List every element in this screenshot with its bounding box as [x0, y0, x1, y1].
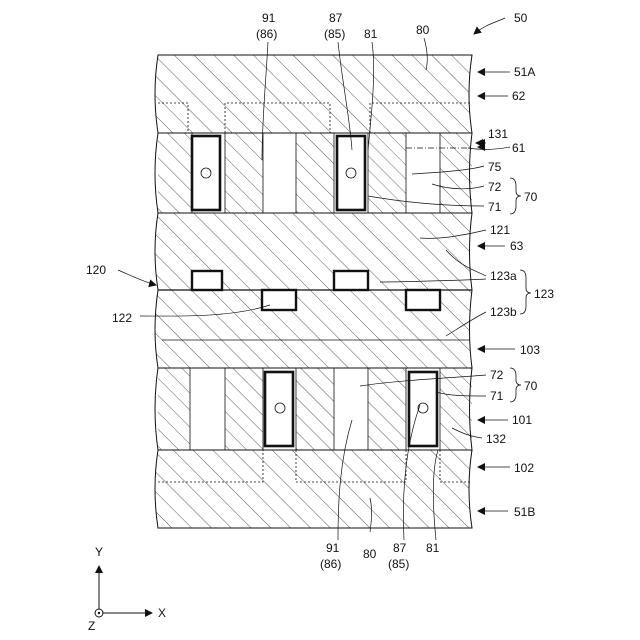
label-87-bottom: 87 — [393, 541, 407, 555]
label-80-top: 80 — [416, 23, 430, 37]
label-122: 122 — [112, 311, 132, 325]
layer-101 — [155, 368, 472, 450]
label-85-bottom: (85) — [388, 557, 409, 571]
label-figure-50: 50 — [514, 11, 528, 25]
label-70-bottom: 70 — [524, 379, 538, 393]
wiring-layer-122 — [155, 290, 472, 368]
label-121: 121 — [490, 223, 510, 237]
label-132: 132 — [486, 432, 506, 446]
brace-123 — [520, 270, 531, 314]
label-103: 103 — [520, 343, 540, 357]
label-75: 75 — [488, 160, 502, 174]
label-86-top: (86) — [256, 27, 277, 41]
label-81-bottom: 81 — [426, 541, 440, 555]
label-51a: 51A — [514, 65, 535, 79]
axis-label-z: Z — [88, 619, 95, 633]
substrate-62 — [155, 55, 472, 133]
wiring-layer-121 — [155, 213, 472, 290]
label-72-top: 72 — [488, 180, 502, 194]
axis-label-x: X — [158, 606, 166, 620]
label-101: 101 — [512, 413, 532, 427]
label-61: 61 — [512, 141, 526, 155]
label-70-top: 70 — [524, 190, 538, 204]
brace-70-bottom — [510, 368, 521, 402]
label-80-bottom: 80 — [363, 547, 377, 561]
label-120: 120 — [86, 263, 106, 277]
label-91-top: 91 — [262, 11, 276, 25]
label-123b: 123b — [490, 305, 517, 319]
label-86-bottom: (86) — [320, 557, 341, 571]
label-91-bottom: 91 — [326, 541, 340, 555]
coordinate-axes: Y X Z — [88, 545, 166, 633]
label-62: 62 — [512, 89, 526, 103]
label-63: 63 — [510, 239, 524, 253]
label-51b: 51B — [514, 505, 535, 519]
label-71-top: 71 — [488, 200, 502, 214]
axis-label-y: Y — [95, 545, 103, 559]
label-102: 102 — [514, 461, 534, 475]
label-81-top: 81 — [364, 27, 378, 41]
label-71-bottom: 71 — [490, 389, 504, 403]
label-131: 131 — [488, 127, 508, 141]
label-85-top: (85) — [324, 27, 345, 41]
label-87-top: 87 — [329, 11, 343, 25]
brace-70-top — [510, 178, 521, 214]
substrate-102 — [155, 450, 472, 528]
label-123: 123 — [534, 287, 554, 301]
label-123a: 123a — [490, 269, 517, 283]
label-72-bottom: 72 — [490, 368, 504, 382]
